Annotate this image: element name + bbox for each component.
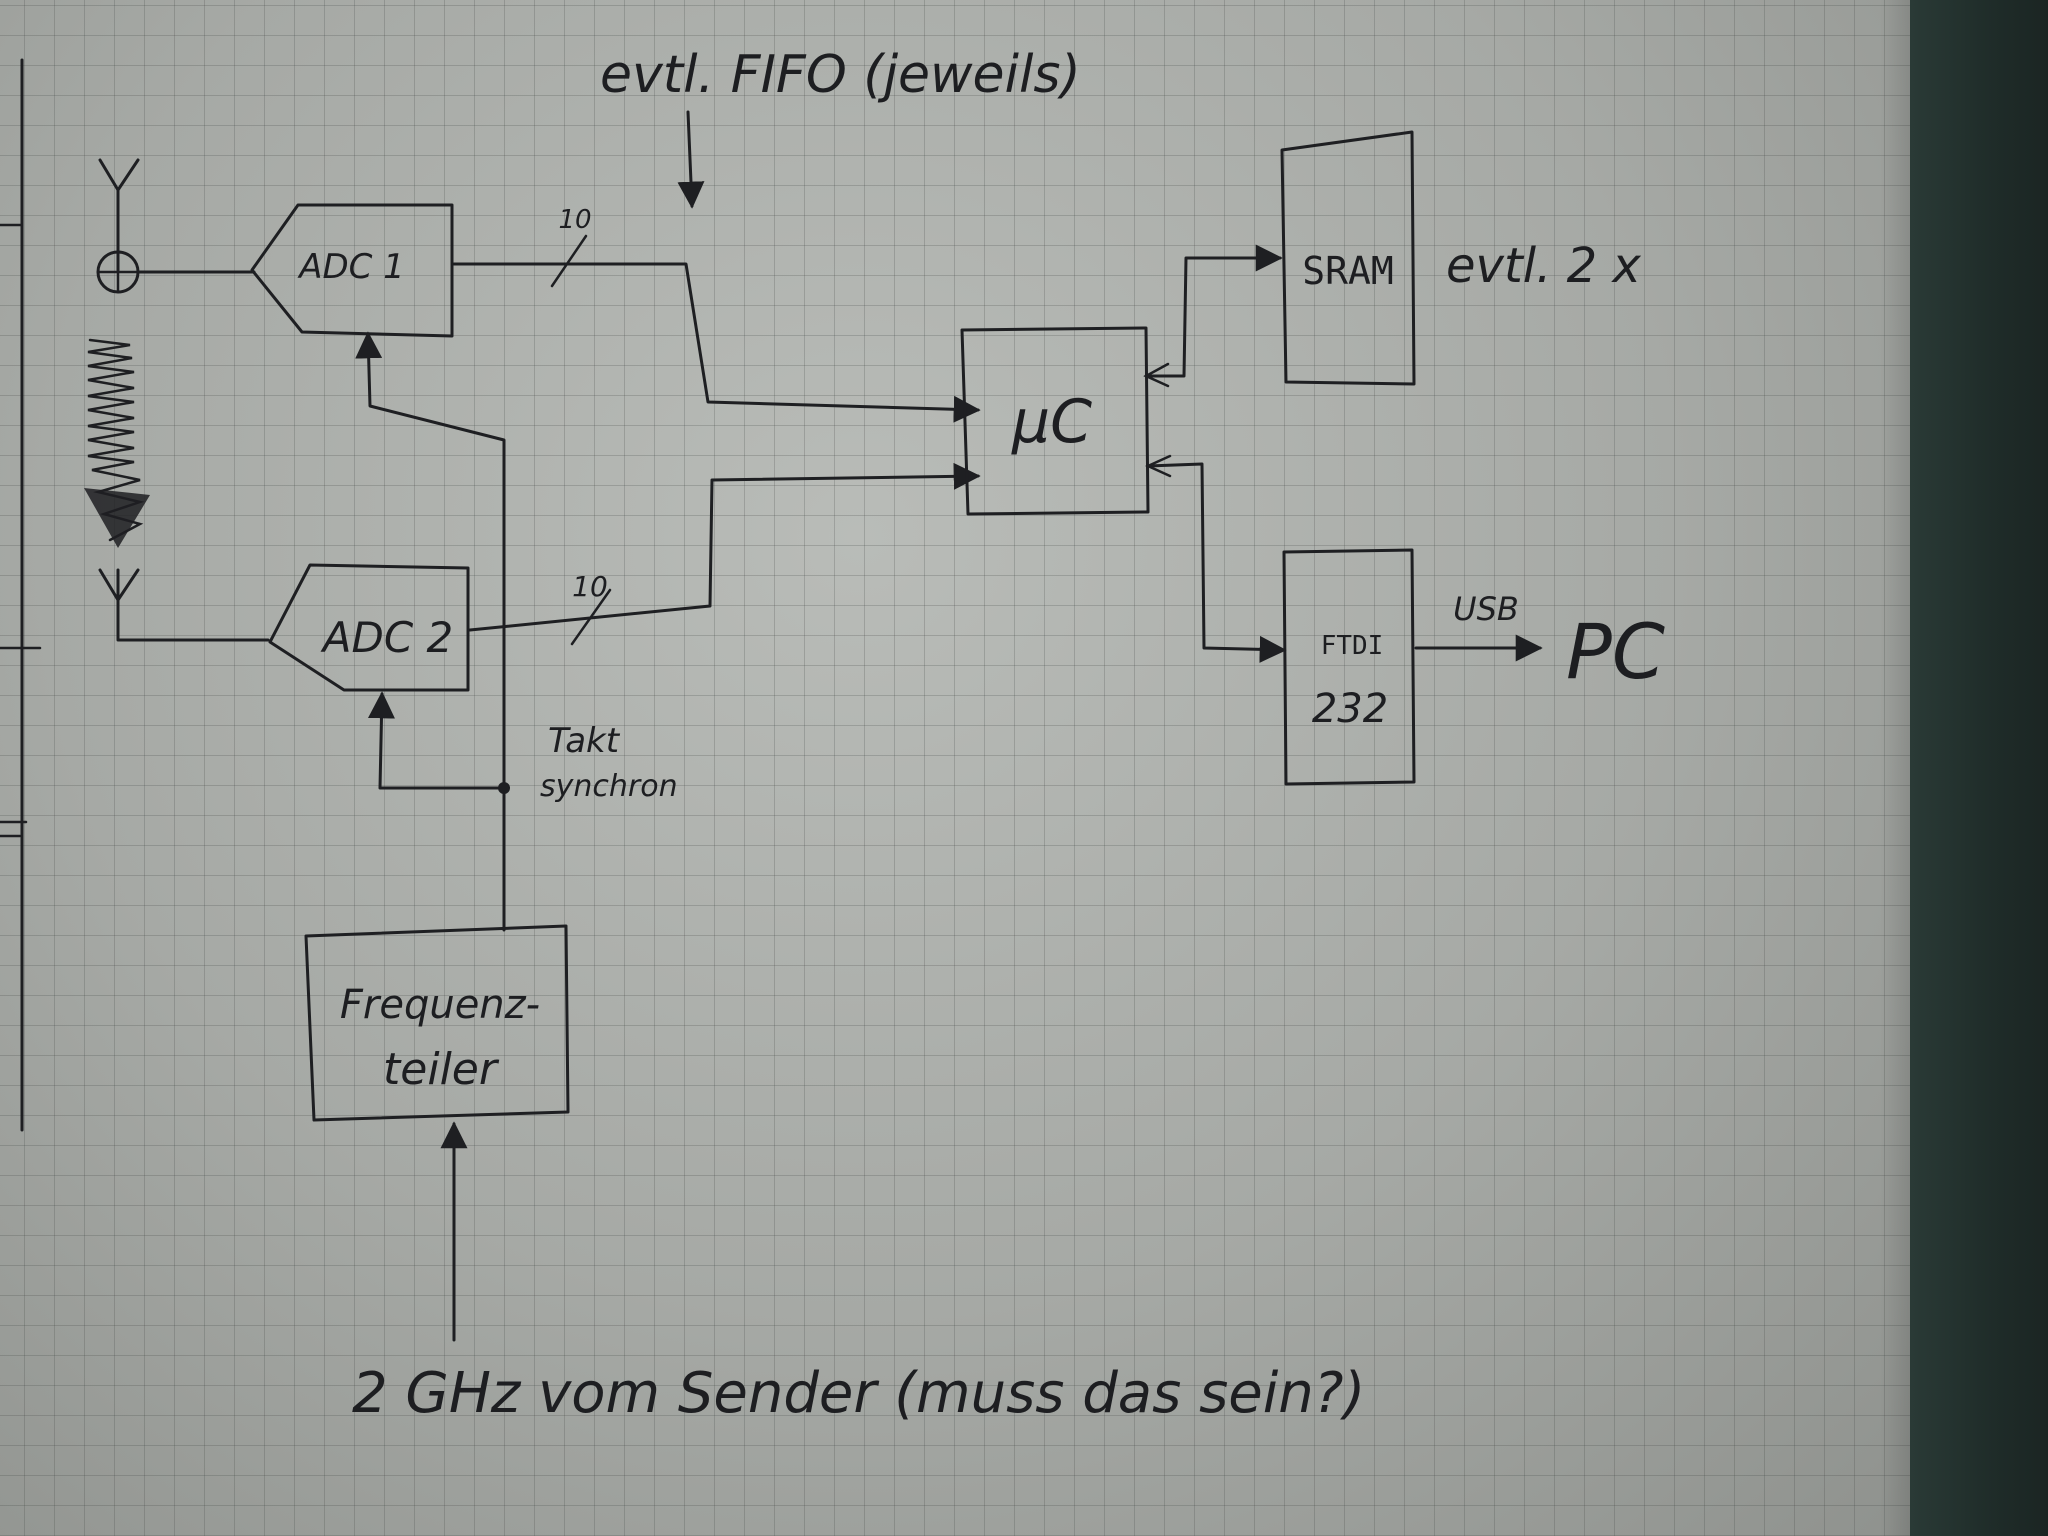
adc-2-block: ADC 2: [268, 563, 470, 692]
antenna-1-icon: [96, 158, 256, 294]
ftdi-label-line2: 232: [1312, 686, 1388, 732]
divider-label-line2: teiler: [383, 1044, 500, 1095]
clock-source: 2 GHz vom Sender (muss das sein?): [352, 1121, 1365, 1426]
frequency-divider-block: Frequenz- teiler: [304, 924, 570, 1122]
clock-distribution: Takt synchron: [355, 331, 678, 932]
sram-label: SRAM: [1302, 249, 1394, 293]
microcontroller-block: µC: [960, 326, 1150, 516]
clock-label-line2: synchron: [540, 769, 678, 804]
bus-adc2-to-mcu: 10: [468, 462, 981, 646]
usb-label: USB: [1453, 590, 1519, 628]
link-mcu-ftdi: [1144, 454, 1287, 663]
usb-link: USB PC: [1414, 590, 1665, 696]
pc-label: PC: [1566, 607, 1665, 696]
adc-1-label: ADC 1: [297, 247, 405, 287]
bus-width-2-label: 10: [572, 570, 608, 603]
mcu-label: µC: [1011, 387, 1092, 457]
fifo-note: evtl. FIFO (jeweils): [600, 45, 1081, 209]
clock-label-line1: Takt: [548, 721, 621, 761]
antenna-coupling-scribble: [84, 338, 150, 548]
graph-paper-sheet: [0, 0, 1910, 1536]
ftdi-block: FTDI 232: [1282, 548, 1416, 786]
source-note-text: 2 GHz vom Sender (muss das sein?): [352, 1361, 1365, 1426]
divider-label-line1: Frequenz-: [340, 982, 540, 1028]
bus-width-1-label: 10: [558, 205, 591, 235]
margin-line: [0, 58, 42, 1132]
link-mcu-sram: [1143, 244, 1283, 388]
adc-2-label: ADC 2: [320, 613, 453, 662]
paper-shadow-edge: [1880, 0, 1910, 1536]
green-board-background: [1910, 0, 2048, 1536]
sram-block: SRAM evtl. 2 x: [1280, 130, 1641, 386]
ftdi-label-line1: FTDI: [1321, 631, 1384, 661]
sram-note: evtl. 2 x: [1446, 238, 1641, 294]
fifo-note-text: evtl. FIFO (jeweils): [600, 45, 1081, 105]
adc-1-block: ADC 1: [250, 203, 454, 338]
antenna-2-icon: [98, 568, 270, 642]
bus-adc1-to-mcu: 10: [452, 205, 981, 423]
